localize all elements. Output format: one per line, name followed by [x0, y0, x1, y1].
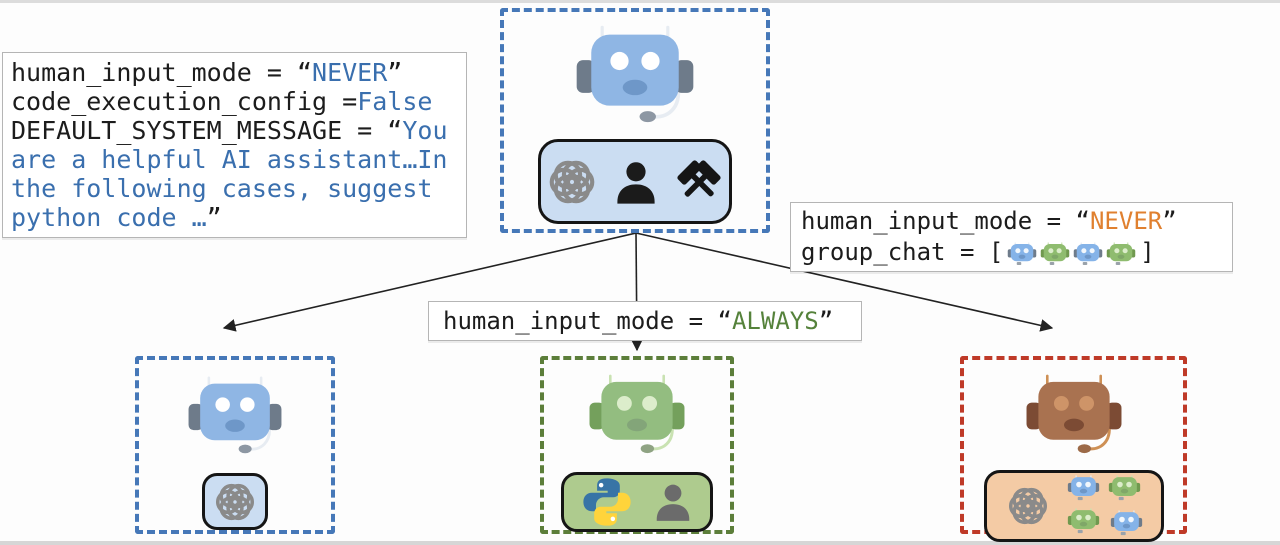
code-segment: ” [818, 307, 834, 335]
openai-logo-icon [545, 155, 599, 209]
code-segment: ” [206, 203, 222, 232]
human-input-always-label: human_input_mode = “ALWAYS” [428, 301, 862, 341]
mini-blue-robot-icon [1007, 240, 1037, 266]
code-line: DEFAULT_SYSTEM_MESSAGE = “You [11, 116, 458, 145]
mini-blue-robot-icon [1067, 473, 1100, 505]
assistant-agent-box [500, 8, 770, 233]
code-segment: False [357, 87, 433, 116]
groupchat-manager-agent-box [960, 356, 1187, 542]
group-chat-robot-list [1007, 240, 1136, 266]
openai-logo-icon [212, 479, 258, 525]
code-segment: human_input_mode = “ [443, 307, 732, 335]
code-line: the following cases, suggest [11, 174, 458, 203]
member-robot-grid [1067, 473, 1143, 540]
assistant-robot-icon [184, 372, 286, 466]
code-line: human_input_mode = “NEVER” [11, 58, 458, 87]
assistant-capabilities-panel [538, 139, 732, 224]
tools-hammers-icon [673, 156, 725, 208]
assistant-config-codebox: human_input_mode = “NEVER” code_executio… [2, 52, 467, 238]
code-segment: human_input_mode = “ [11, 58, 313, 87]
code-line: human_input_mode = “NEVER” [801, 206, 1222, 237]
code-segment: NEVER [1089, 207, 1163, 235]
user-proxy-agent-box [540, 356, 734, 534]
code-segment: human_input_mode = “ [801, 207, 1090, 235]
mini-green-robot-icon [1040, 240, 1070, 266]
executor-panel [561, 472, 713, 532]
code-segment: group_chat = [ [801, 238, 1004, 266]
openai-logo-icon [1005, 483, 1051, 529]
arrow-to-right-agent [635, 232, 1054, 332]
code-segment: ” [1162, 207, 1177, 235]
assistant-robot-icon [571, 20, 699, 137]
code-segment: are a helpful AI assistant…In [11, 145, 448, 174]
bottom-edge-divider [0, 541, 1280, 545]
code-line: code_execution_config = False [11, 87, 458, 116]
mini-blue-robot-icon [1073, 240, 1103, 266]
code-segment: NEVER [312, 58, 388, 87]
top-edge-divider [0, 0, 1280, 3]
code-line: are a helpful AI assistant…In [11, 145, 458, 174]
code-segment: ALWAYS [731, 307, 819, 335]
code-line: group_chat = [ ] [801, 237, 1222, 268]
code-segment: ” [387, 58, 403, 87]
mini-green-robot-icon [1108, 473, 1143, 505]
code-segment: the following cases, suggest [11, 174, 433, 203]
mini-green-robot-icon [1106, 240, 1136, 266]
groupchat-panel [983, 470, 1164, 542]
human-user-icon [612, 158, 660, 206]
code-line: python code …” [11, 203, 458, 232]
manager-robot-icon [1022, 370, 1126, 466]
user-proxy-robot-icon [585, 370, 689, 466]
code-segment: code_execution_config = [11, 87, 358, 116]
code-segment: ] [1140, 238, 1155, 266]
code-line: human_input_mode = “ALWAYS” [443, 306, 847, 336]
mini-green-robot-icon [1067, 506, 1100, 540]
assistant-only-agent-box [135, 356, 335, 534]
mini-blue-robot-icon [1110, 508, 1143, 540]
groupchat-config-codebox: human_input_mode = “NEVER” group_chat = … [790, 202, 1233, 272]
code-segment: DEFAULT_SYSTEM_MESSAGE = “ [11, 116, 403, 145]
code-segment: You [402, 116, 448, 145]
python-logo-icon [580, 475, 634, 529]
human-user-icon [652, 481, 694, 523]
llm-panel [202, 473, 268, 530]
code-segment: python code … [11, 203, 207, 232]
arrow-to-left-agent [222, 232, 637, 332]
